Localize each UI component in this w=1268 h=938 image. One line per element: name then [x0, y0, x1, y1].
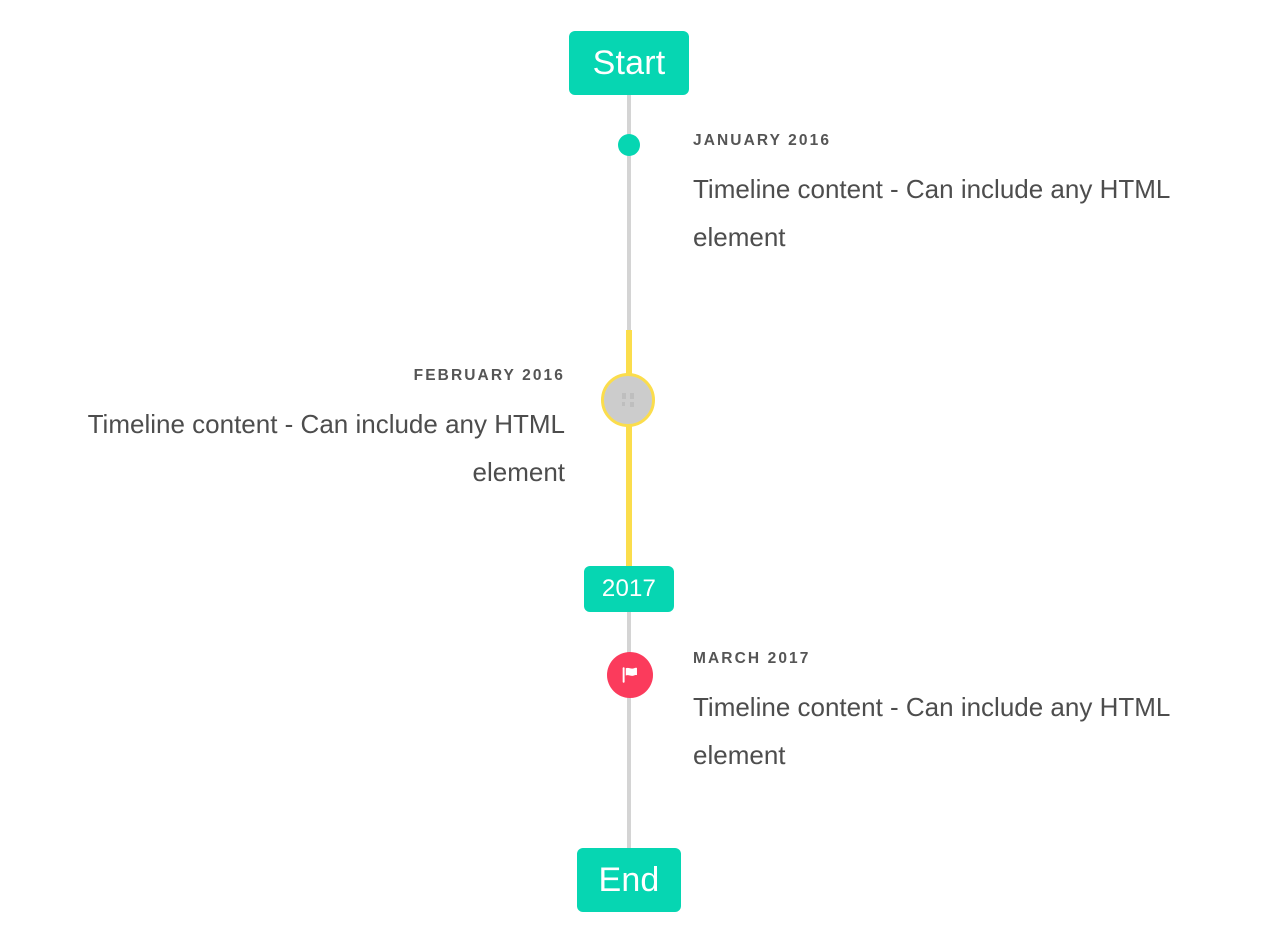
timeline-rail-upper [627, 95, 631, 330]
timeline-start-label: Start [592, 43, 666, 82]
timeline-start-badge[interactable]: Start [569, 31, 689, 95]
timeline-event-body: January 2016 Timeline content - Can incl… [693, 131, 1217, 261]
missing-glyph-box [621, 392, 635, 408]
timeline-event-body: February 2016 Timeline content - Can inc… [40, 366, 565, 496]
timeline-rail-active [626, 330, 632, 567]
dot-icon[interactable] [618, 134, 640, 156]
timeline-year-badge[interactable]: 2017 [584, 566, 674, 612]
timeline-rail-lower [627, 611, 631, 860]
timeline-event-text: Timeline content - Can include any HTML … [693, 174, 1170, 252]
timeline-event-date: March 2017 [693, 650, 811, 667]
timeline-event-date: February 2016 [413, 367, 565, 384]
missing-glyph-icon[interactable] [601, 373, 655, 427]
timeline-end-badge[interactable]: End [577, 848, 681, 912]
timeline-year-label: 2017 [601, 575, 657, 602]
flag-icon[interactable] [607, 652, 653, 698]
timeline-event-text: Timeline content - Can include any HTML … [87, 409, 565, 487]
timeline-event-text: Timeline content - Can include any HTML … [693, 692, 1170, 770]
timeline-event-body: March 2017 Timeline content - Can includ… [693, 649, 1217, 779]
timeline-event-date: January 2016 [693, 132, 832, 149]
timeline-end-label: End [598, 860, 660, 899]
